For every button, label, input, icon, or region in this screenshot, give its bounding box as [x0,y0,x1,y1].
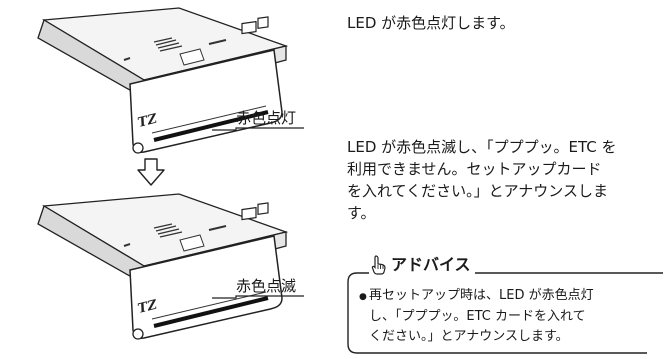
svg-text:TZ: TZ [136,112,159,131]
description-line: 利用できません。セットアップカード [347,160,602,178]
advice-frame [347,272,663,354]
etc-unit-illustration-top: TZ [4,2,304,162]
step-description-steady-red: LED が赤色点灯します。 [347,14,515,32]
description-line: LED が赤色点滅し、「プププッ。ETC を [347,138,617,156]
pointing-hand-icon [371,255,386,275]
advice-heading: アドバイス [369,254,475,276]
step-description-blinking-red: LED が赤色点滅し、「プププッ。ETC を 利用できません。セットアップカード… [347,136,669,224]
advice-box: アドバイス ●再セットアップ時は、LED が赤色点灯 し、「プププッ。ETC カ… [347,254,665,354]
svg-text:TZ: TZ [136,298,159,317]
down-arrow-icon [136,157,166,191]
etc-unit-drawing: TZ [37,7,304,154]
advice-title: アドバイス [391,255,471,274]
bullet-icon: ● [359,292,367,302]
etc-unit-illustration-bottom: TZ [4,188,304,348]
etc-unit-drawing: TZ [37,193,304,340]
device-logo: TZ [136,112,159,131]
device-logo: TZ [136,298,159,317]
description-line: す。 [347,204,376,222]
callout-label-steady-red: 赤色点灯 [236,109,297,127]
advice-text: ●再セットアップ時は、LED が赤色点灯 し、「プププッ。ETC カードを入れて… [359,286,594,347]
description-line: を入れてください。」とアナウンスしま [347,182,609,200]
advice-line: ください。」とアナウンスします。 [369,329,569,344]
callout-label-blinking-red: 赤色点滅 [236,277,297,295]
advice-line: ●再セットアップ時は、LED が赤色点灯 [359,286,594,307]
advice-line: し、「プププッ。ETC カードを入れて [369,309,586,324]
